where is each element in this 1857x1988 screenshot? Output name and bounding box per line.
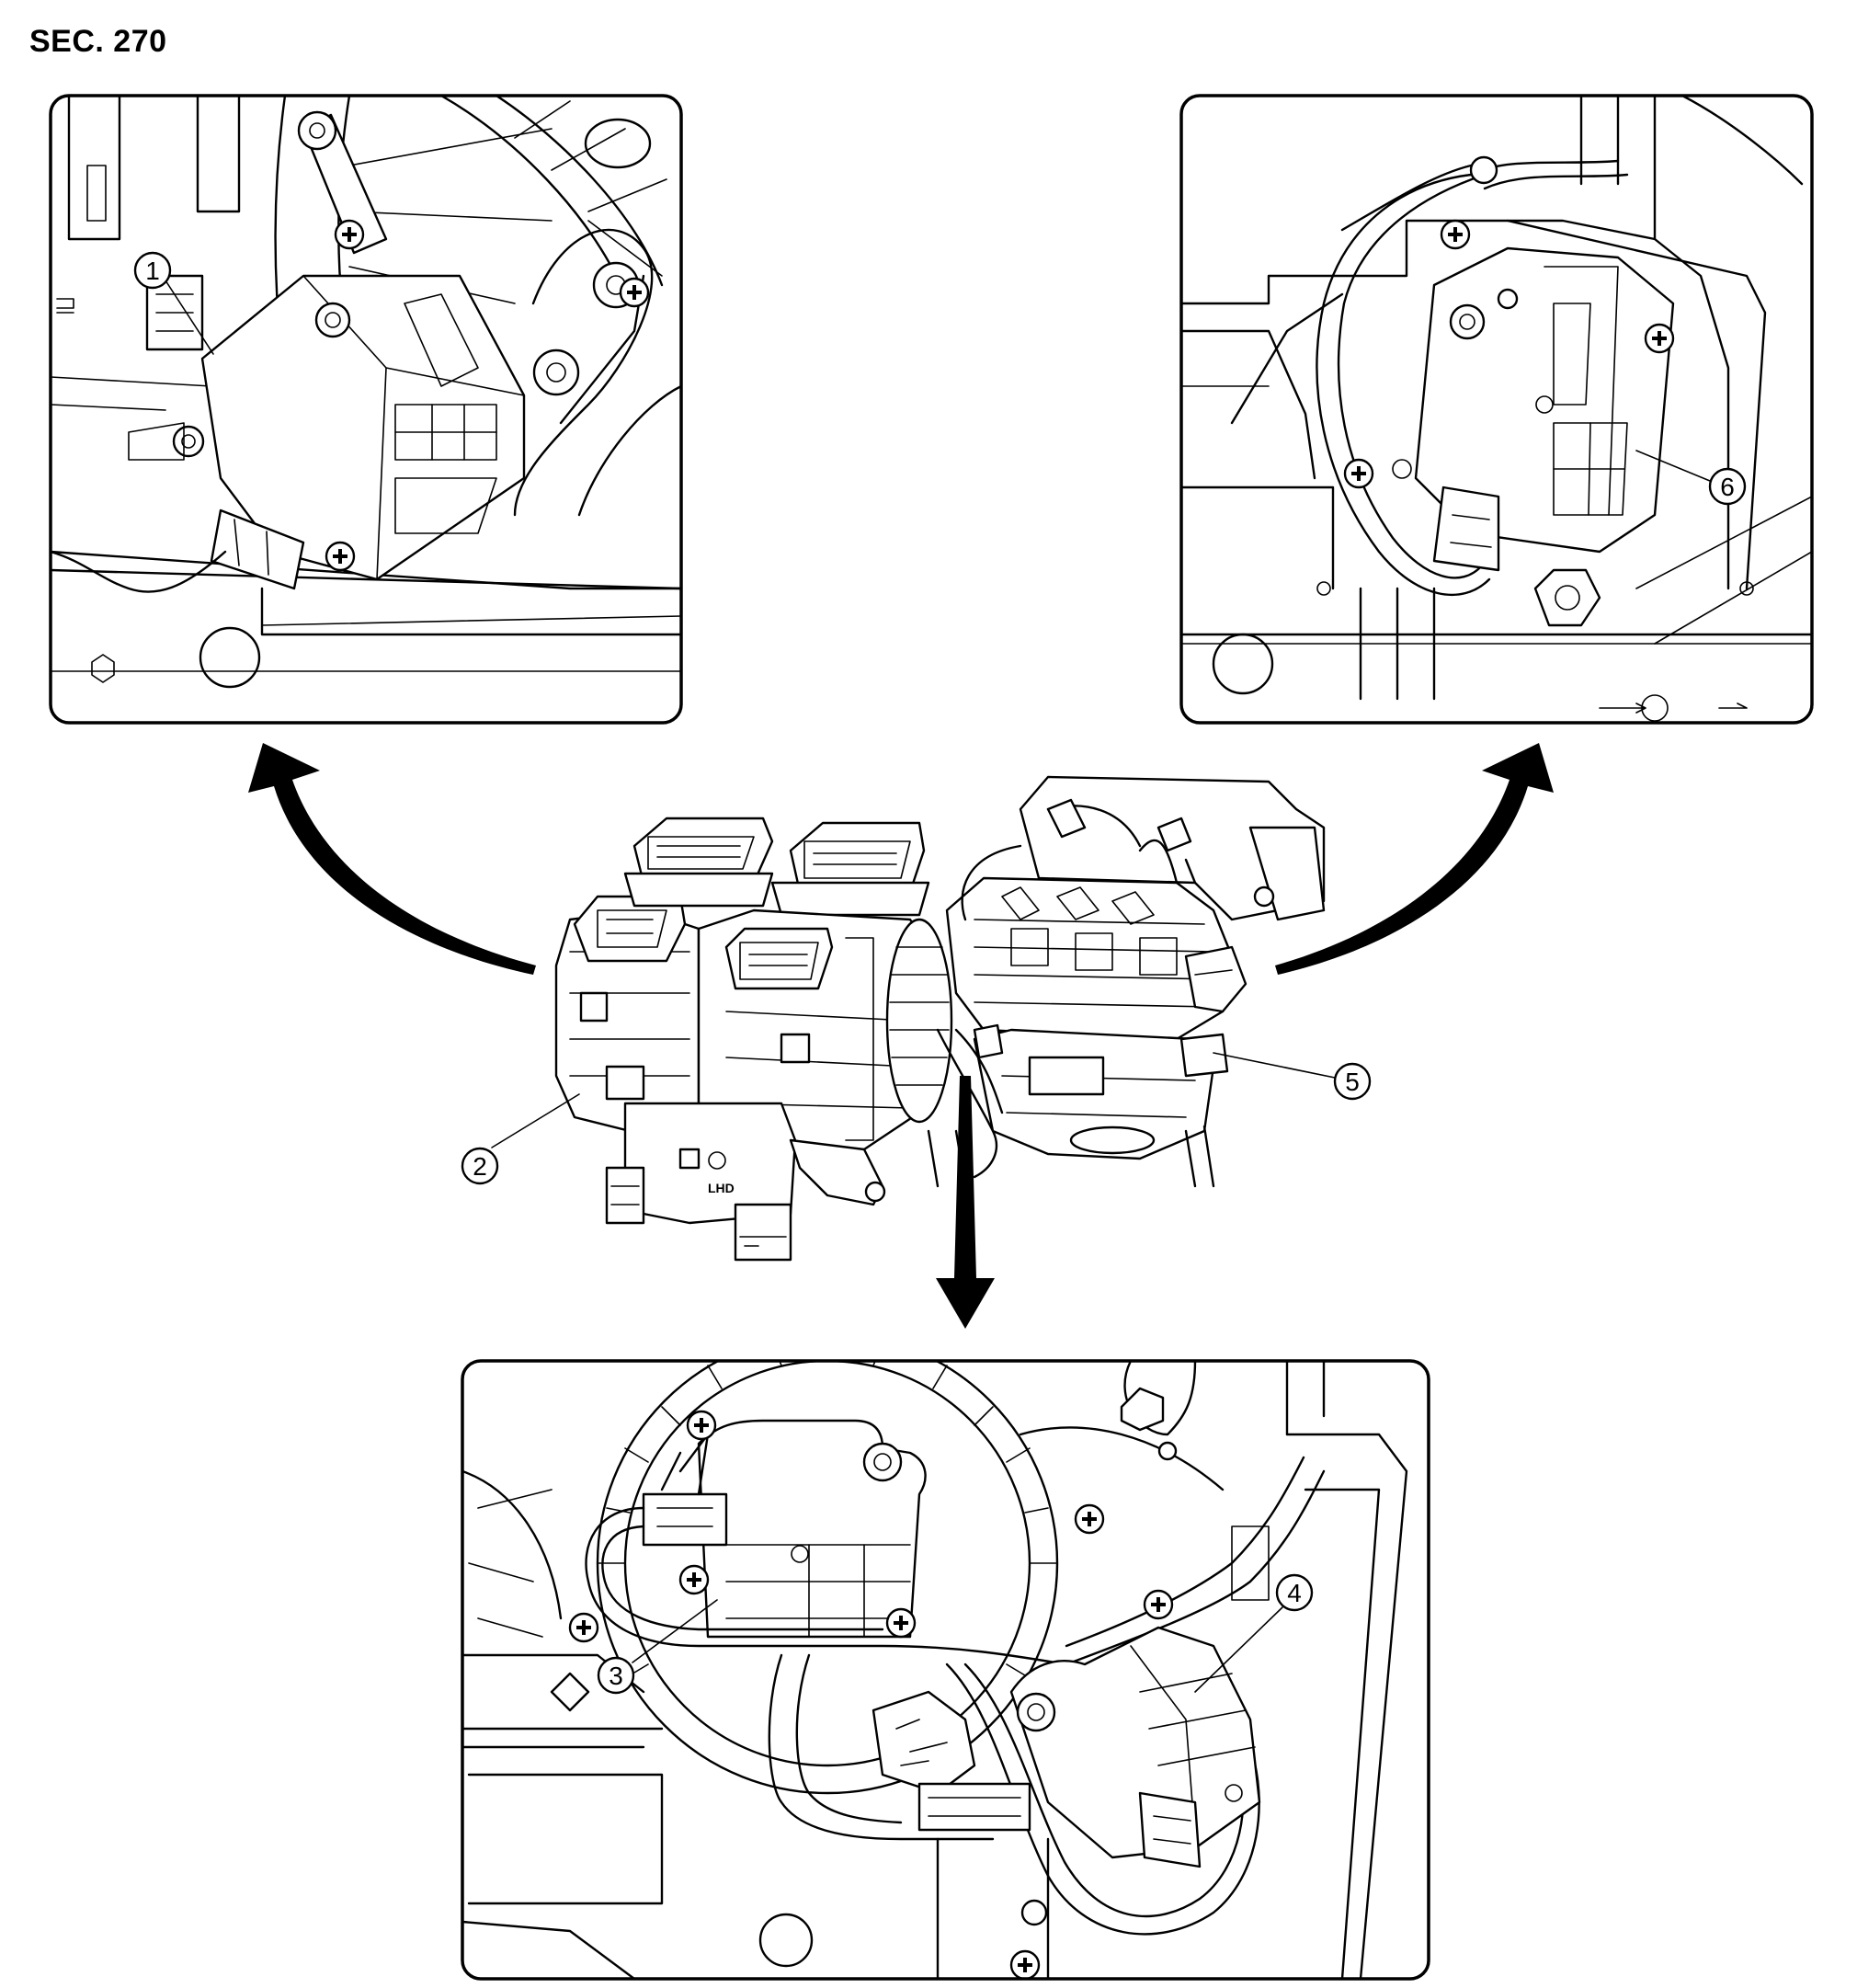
detail-panel-top-left [49, 94, 683, 725]
callout-label-1: 1 [145, 257, 160, 285]
callout-label-5: 5 [1345, 1068, 1360, 1096]
callout-1: 1 [133, 251, 214, 355]
callout-label-4: 4 [1287, 1579, 1302, 1607]
callout-6: 6 [1635, 450, 1747, 506]
callout-label-6: 6 [1720, 473, 1735, 501]
arrow-to-top-left-detail [248, 743, 536, 975]
detail-panel-bottom [461, 1359, 1430, 1981]
section-title: SEC. 270 [29, 24, 167, 59]
callout-5: 5 [1213, 1052, 1372, 1101]
lhd-marking: LHD [708, 1181, 735, 1195]
hvac-unit-assembly: LHD [554, 775, 1326, 1262]
callout-2: 2 [461, 1093, 580, 1185]
callout-label-2: 2 [473, 1152, 487, 1181]
detail-panel-top-right [1179, 94, 1814, 725]
callout-4: 4 [1194, 1573, 1314, 1693]
callout-3: 3 [597, 1599, 718, 1695]
arrow-to-bottom-detail [936, 1076, 995, 1329]
arrow-to-top-right-detail [1275, 743, 1554, 975]
callout-label-3: 3 [609, 1662, 623, 1690]
